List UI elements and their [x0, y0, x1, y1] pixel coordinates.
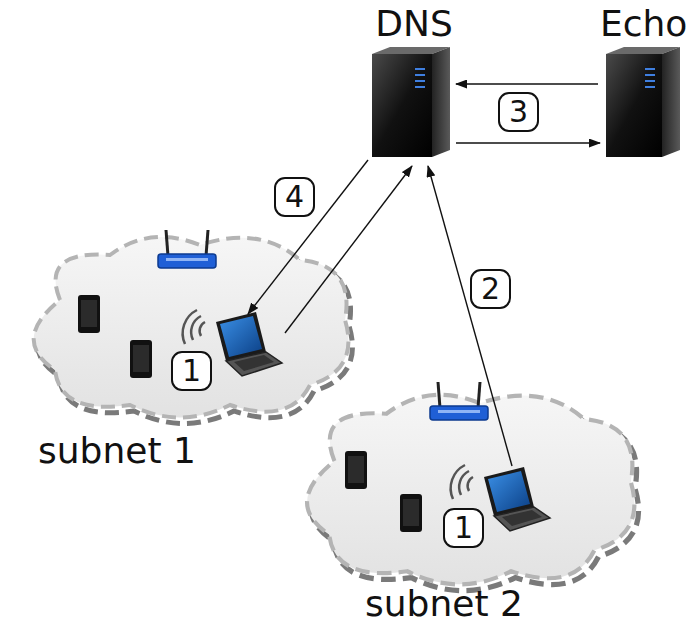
- router-stripe: [438, 410, 480, 413]
- phone-body: [400, 494, 422, 532]
- wifi-wave: [451, 465, 465, 499]
- node-label: Echo: [600, 4, 687, 44]
- subnet-cloud: [307, 395, 634, 585]
- step-number: 1: [171, 351, 212, 391]
- server-light: [415, 86, 425, 88]
- wifi-wave: [200, 322, 205, 336]
- message-arrow: [428, 166, 512, 466]
- wifi-wave: [191, 316, 201, 340]
- router-body: [430, 406, 488, 420]
- laptop-screen: [488, 471, 530, 512]
- wifi-router: [158, 230, 216, 268]
- laptop-keyboard: [234, 355, 274, 371]
- laptop-screen: [220, 316, 262, 357]
- router-antenna: [206, 230, 208, 256]
- phone-body: [130, 340, 152, 378]
- step-number: 1: [443, 508, 484, 548]
- router-antenna: [438, 382, 440, 408]
- server-light: [415, 80, 425, 82]
- server-front: [372, 54, 432, 157]
- wifi-wave: [468, 477, 473, 491]
- smartphone: [78, 295, 100, 333]
- server-light: [645, 86, 655, 88]
- wifi-wave: [459, 471, 469, 495]
- router-body: [158, 254, 216, 268]
- network-node: DNS: [364, 4, 464, 164]
- server-light: [645, 80, 655, 82]
- laptop-base: [226, 352, 282, 376]
- wifi-wave: [183, 310, 197, 344]
- smartphone: [345, 451, 367, 489]
- phone-screen: [81, 300, 97, 327]
- wifi-router: [430, 382, 488, 420]
- node-label: DNS: [375, 4, 453, 44]
- message-arrow: [456, 83, 598, 84]
- server-light: [415, 74, 425, 76]
- network-node: subnet 2: [280, 375, 645, 627]
- server-side: [662, 47, 680, 157]
- laptop-keyboard: [502, 510, 542, 526]
- server-light: [645, 74, 655, 76]
- laptop-base: [494, 507, 550, 531]
- server-tower: [606, 47, 680, 157]
- node-label: subnet 2: [365, 584, 523, 624]
- phone-screen: [348, 456, 364, 483]
- step-number: 4: [274, 177, 315, 217]
- phone-body: [78, 295, 100, 333]
- message-arrow: [248, 160, 368, 314]
- server-front: [606, 54, 662, 157]
- node-label: subnet 1: [38, 431, 196, 471]
- phone-body: [345, 451, 367, 489]
- subnet-cloud: [34, 237, 349, 418]
- phone-screen: [133, 345, 149, 372]
- subnet-cloud-group: [307, 395, 639, 591]
- router-antenna: [166, 230, 168, 256]
- server-side: [432, 47, 450, 157]
- step-number: 2: [470, 269, 511, 309]
- network-node: Echo: [598, 4, 692, 164]
- smartphone: [400, 494, 422, 532]
- step-number: 3: [498, 92, 539, 132]
- server-light: [645, 68, 655, 70]
- server-tower: [372, 47, 450, 157]
- router-stripe: [166, 258, 208, 261]
- message-arrow: [456, 142, 600, 143]
- phone-screen: [403, 499, 419, 526]
- server-light: [415, 68, 425, 70]
- router-antenna: [478, 382, 480, 408]
- smartphone: [130, 340, 152, 378]
